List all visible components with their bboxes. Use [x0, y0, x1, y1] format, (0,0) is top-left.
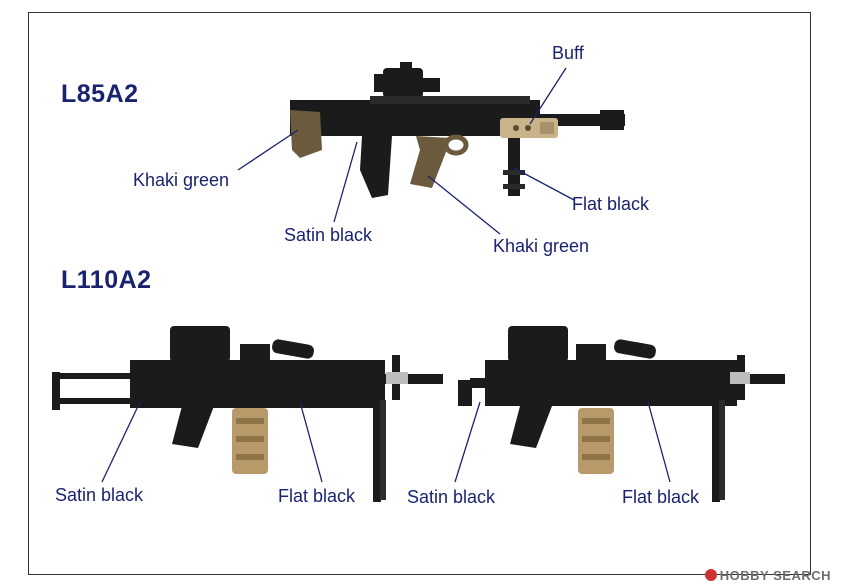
l85-stock: [290, 110, 322, 158]
l85-grip: [410, 136, 450, 188]
leader-l110-left-body: [101, 401, 141, 483]
section-title-l85a2: L85A2: [61, 80, 139, 108]
l110-right-barrel: [737, 374, 785, 384]
watermark: HOBBY SEARCH: [704, 568, 831, 583]
l85-foregrip: [508, 134, 520, 196]
leader-l85-magazine: [333, 141, 358, 223]
callout-l110-right-barrel: Flat black: [622, 487, 700, 507]
callout-l85-foregrip: Flat black: [572, 194, 650, 214]
callout-l110-left-barrel: Flat black: [278, 486, 356, 506]
callout-buff: Buff: [552, 43, 584, 63]
l110a2-right: [458, 326, 785, 502]
l85-receiver: [290, 100, 540, 136]
leader-l85-foregrip: [513, 167, 575, 201]
leader-l85-stock: [237, 129, 299, 171]
leader-buff: [529, 67, 567, 125]
callout-l110-right-body: Satin black: [407, 487, 496, 507]
callout-l110-left-body: Satin black: [55, 485, 144, 505]
leader-l110-right-barrel: [647, 401, 671, 483]
callout-l85-stock: Khaki green: [133, 170, 230, 190]
section-title-l110a2: L110A2: [61, 266, 152, 294]
leader-l110-right-body: [454, 401, 481, 483]
l110-left-barrel: [385, 374, 443, 384]
l85-scope: [383, 68, 423, 98]
l85-magazine: [360, 136, 392, 198]
leader-lines: [101, 67, 671, 483]
l110a2-left: [52, 326, 443, 502]
leader-l110-left-barrel: [299, 401, 323, 483]
watermark-text: HOBBY SEARCH: [719, 568, 831, 583]
l110-right-receiver: [485, 360, 737, 406]
leader-l85-grip: [427, 175, 501, 235]
callout-l85-grip: Khaki green: [493, 236, 590, 256]
callout-l85-magazine: Satin black: [284, 225, 373, 245]
l110-left-receiver: [130, 360, 385, 408]
l85a2-rifle: [290, 62, 625, 198]
hobby-search-logo-icon: [704, 569, 717, 581]
